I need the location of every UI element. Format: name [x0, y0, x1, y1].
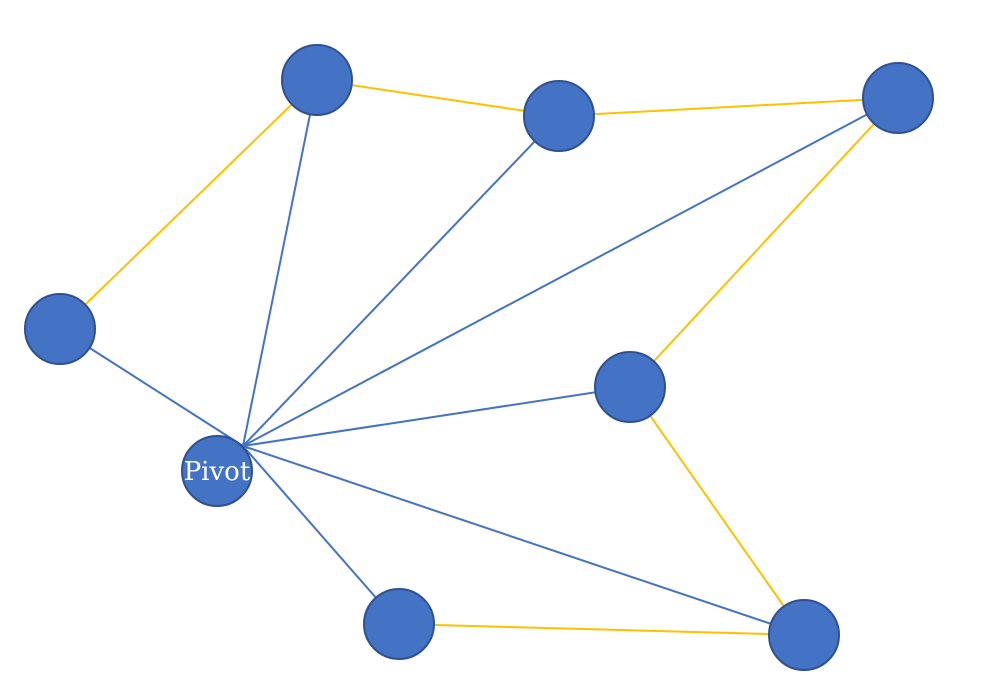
edge-pivot-n3: [242, 97, 899, 447]
node-n8: [768, 599, 840, 671]
node-n4: [24, 293, 96, 365]
edge-n7-n8: [398, 623, 805, 636]
node-circle: [363, 588, 435, 660]
node-pivot: Pivot: [181, 435, 253, 507]
node-n7: [363, 588, 435, 660]
node-n2: [523, 80, 595, 152]
node-circle: [181, 435, 253, 507]
edge-n4-n1: [59, 79, 318, 330]
node-circle: [24, 293, 96, 365]
node-n6: [594, 351, 666, 423]
edge-pivot-n6: [242, 386, 631, 447]
edges-layer: [59, 79, 899, 636]
edge-pivot-n7: [242, 445, 400, 625]
edge-pivot-n4: [59, 328, 244, 447]
node-n3: [862, 62, 934, 134]
edge-pivot-n2: [242, 115, 560, 447]
node-circle: [594, 351, 666, 423]
node-circle: [281, 44, 353, 116]
edge-n3-n6: [629, 97, 899, 388]
edge-pivot-n8: [242, 445, 805, 636]
node-n1: [281, 44, 353, 116]
edge-n8-n6: [629, 386, 805, 636]
node-circle: [768, 599, 840, 671]
edge-n2-n3: [558, 97, 899, 117]
edge-pivot-n1: [242, 79, 318, 447]
edge-n1-n2: [316, 79, 560, 117]
nodes-layer: Pivot: [24, 44, 934, 671]
node-circle: [523, 80, 595, 152]
node-label: Pivot: [184, 457, 251, 487]
node-circle: [862, 62, 934, 134]
